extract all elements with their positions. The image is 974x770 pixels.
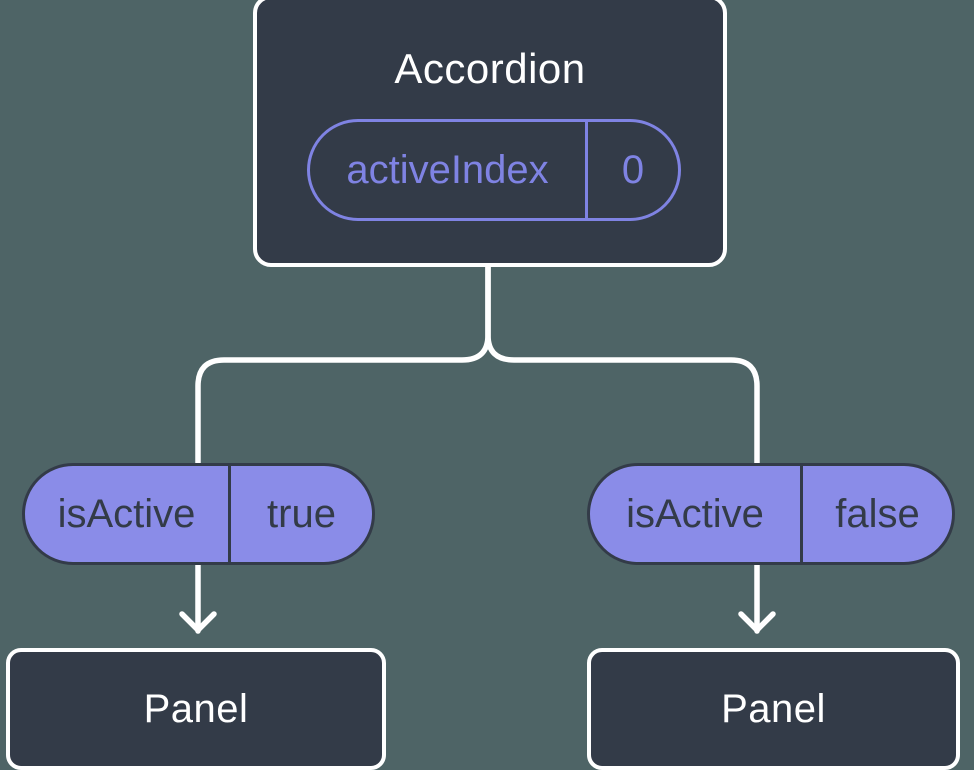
connector-branch-right — [485, 259, 760, 634]
accordion-node-title: Accordion — [394, 45, 586, 92]
prop-pill-right: isActive false — [587, 463, 955, 565]
panel-node-right: Panel — [587, 648, 960, 770]
prop-name-left: isActive — [25, 466, 231, 562]
panel-node-right-title: Panel — [721, 686, 826, 731]
prop-value-left: true — [267, 491, 336, 536]
panel-node-left-title: Panel — [143, 686, 249, 731]
accordion-node: Accordion activeIndex 0 — [253, 0, 727, 267]
state-value: 0 — [621, 147, 645, 192]
prop-value-right: false — [835, 491, 920, 536]
prop-name-right: isActive — [590, 466, 803, 562]
arrow-down-left-icon — [179, 611, 217, 633]
state-name: activeIndex — [310, 122, 588, 218]
prop-pill-left: isActive true — [22, 463, 375, 565]
state-pill: activeIndex 0 — [307, 119, 681, 221]
connector-branch-left — [195, 259, 491, 634]
panel-node-left: Panel — [6, 648, 386, 770]
arrow-down-right-icon — [738, 611, 776, 633]
